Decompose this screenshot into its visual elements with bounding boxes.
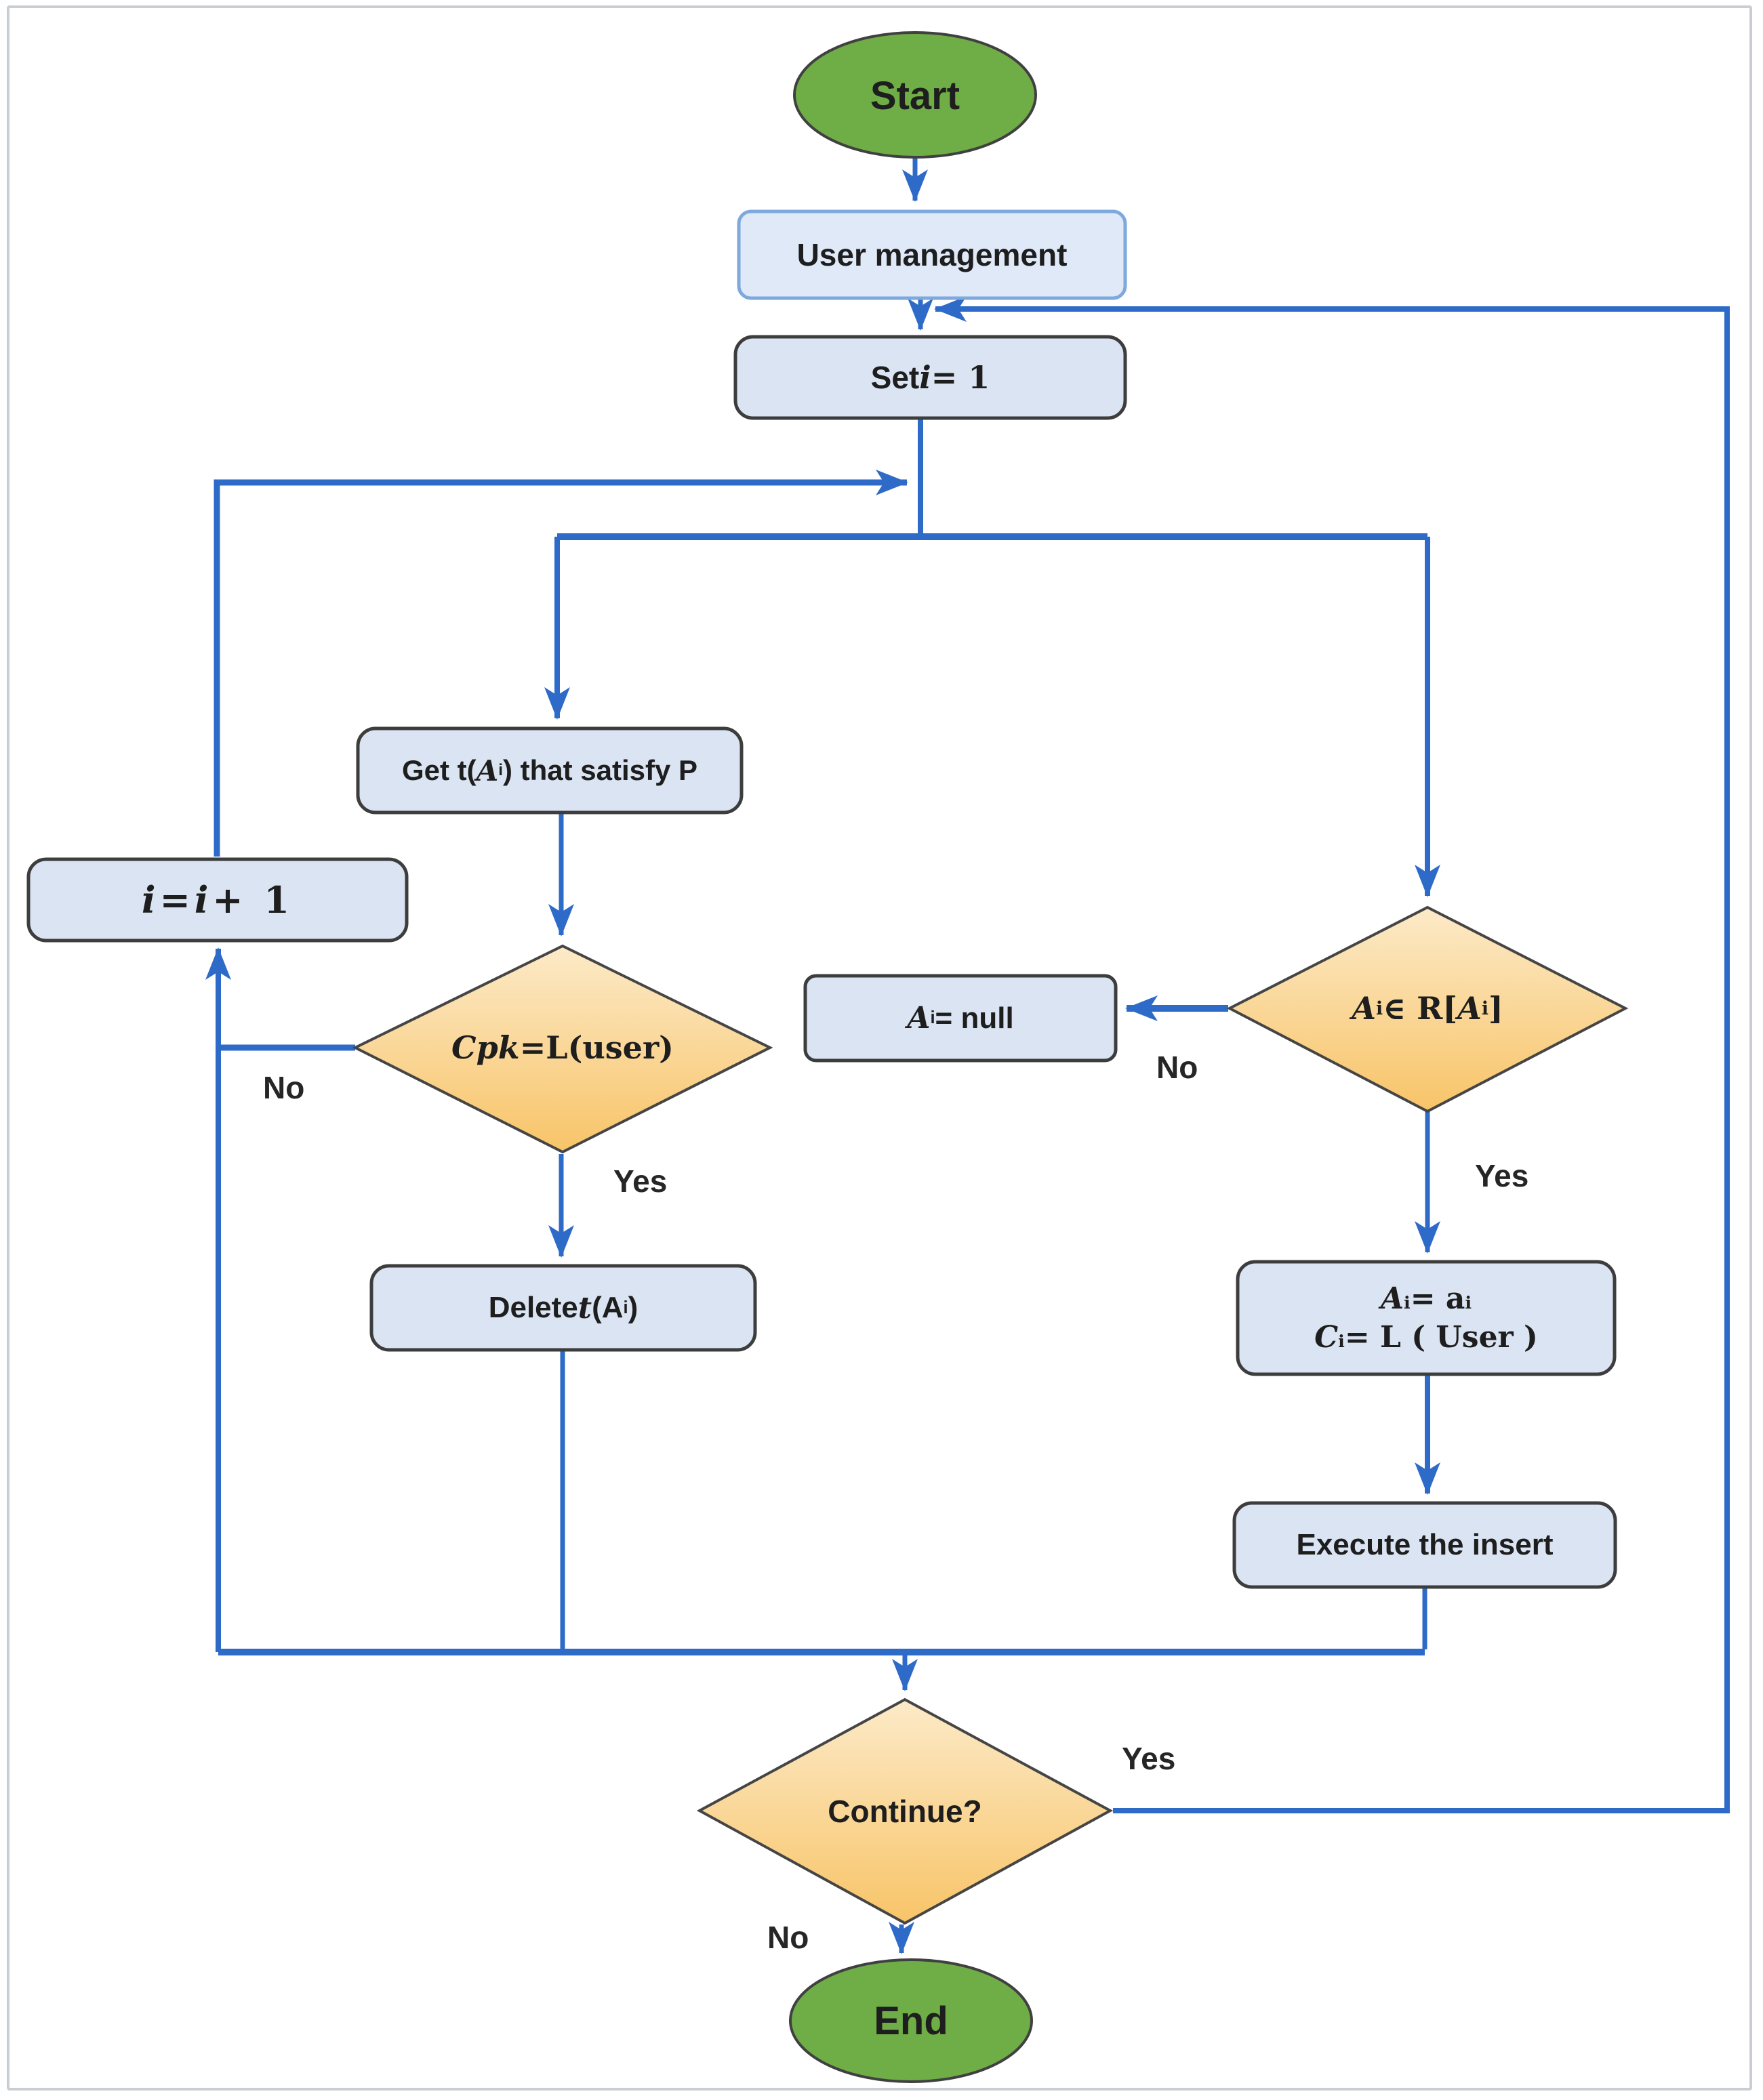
a-null-node bbox=[803, 974, 1118, 1063]
increment-node-label: i = i + 1 bbox=[142, 878, 293, 922]
set-i-node-label: Set i = 1 bbox=[870, 359, 990, 396]
user-management-node-label: User management bbox=[796, 237, 1068, 272]
continue-yes-label: Yes bbox=[1122, 1741, 1176, 1776]
start-node-label: Start bbox=[870, 73, 960, 118]
start-node bbox=[793, 31, 1037, 159]
execute-insert-node bbox=[1232, 1501, 1617, 1589]
edge-increment-loopback bbox=[214, 470, 908, 857]
end-node-label: End bbox=[874, 1998, 948, 2043]
continue-decision-node bbox=[696, 1697, 1114, 1925]
set-i-node bbox=[733, 335, 1127, 420]
delete-t-node bbox=[369, 1264, 757, 1352]
continue-decision-node-label: Continue? bbox=[828, 1794, 982, 1829]
get-t-node bbox=[356, 726, 744, 815]
increment-node bbox=[26, 857, 409, 943]
membership-no-label: No bbox=[1156, 1050, 1198, 1085]
cpk-decision-node bbox=[352, 944, 773, 1154]
cpk-decision-node-label: Cpk =L(user) bbox=[451, 1029, 674, 1066]
user-management-node bbox=[737, 209, 1127, 300]
membership-decision-node bbox=[1226, 905, 1629, 1113]
execute-insert-node-label: Execute the insert bbox=[1296, 1528, 1554, 1561]
membership-yes-label: Yes bbox=[1475, 1158, 1529, 1193]
assign-node bbox=[1236, 1260, 1617, 1376]
edge-continue-yes-feedback bbox=[934, 296, 1730, 1813]
continue-no-label: No bbox=[767, 1920, 809, 1955]
cpk-no-label: No bbox=[263, 1070, 305, 1105]
cpk-yes-label: Yes bbox=[613, 1164, 668, 1199]
end-node bbox=[789, 1958, 1033, 2083]
